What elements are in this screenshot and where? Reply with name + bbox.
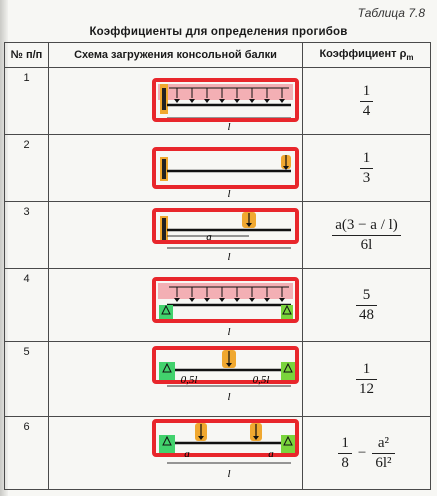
scheme-diagram-2: l — [152, 147, 299, 200]
row-number: 2 — [4, 134, 49, 202]
table-row: 2 l 1 3 — [4, 134, 431, 202]
row-number: 3 — [4, 201, 49, 269]
header-coef: Коэффициент ρm — [302, 42, 431, 68]
table-heading: Коэффициенты для определения прогибов — [89, 26, 348, 38]
header-num: № п/п — [4, 42, 49, 68]
span-label: l — [227, 326, 230, 338]
roller-support-icon — [283, 362, 293, 373]
coef-numerator: a² — [372, 435, 395, 454]
row-number: 1 — [4, 67, 49, 135]
pin-support-icon — [161, 304, 171, 315]
distributed-load-arrows — [169, 87, 289, 98]
coef-cell: 5 48 — [302, 268, 431, 342]
coef-denominator: 3 — [362, 169, 371, 186]
coef-numerator: 1 — [359, 83, 374, 102]
header-coef-label: Коэффициент — [319, 47, 400, 60]
roller-support-icon — [283, 435, 293, 446]
coef-denominator: 8 — [341, 454, 349, 471]
coef-numerator: 5 — [356, 287, 377, 306]
coef-cell: 1 8 − a² 6l² — [302, 416, 431, 490]
pin-support-highlight — [159, 435, 175, 453]
coef-denominator: 6l² — [375, 454, 392, 471]
roller-support-icon — [282, 304, 292, 315]
coef-denominator: 4 — [362, 102, 371, 119]
table-row: 5 0,5l 0,5l l — [4, 341, 431, 417]
span-label: l — [227, 468, 230, 480]
distributed-load-arrows — [169, 286, 289, 297]
coef-fraction: 5 48 — [356, 287, 377, 324]
coef-cell: 1 12 — [302, 341, 431, 417]
annotation-box — [152, 419, 299, 457]
table-row: 4 — [4, 268, 431, 342]
roller-support-highlight — [281, 435, 295, 453]
coef-numerator: 1 — [356, 361, 377, 380]
coef-fraction: 1 3 — [359, 150, 374, 187]
scheme-cell: l — [48, 67, 303, 135]
span-label: l — [227, 188, 230, 200]
annotation-box — [152, 346, 299, 384]
coef-denominator: 12 — [359, 380, 374, 397]
row-number: 4 — [4, 268, 49, 342]
deflection-table: № п/п Схема загружения консольной балки … — [4, 42, 431, 490]
load-highlight — [158, 84, 293, 100]
scheme-diagram-1: l — [152, 78, 299, 133]
table-row: 1 — [4, 67, 431, 135]
dim-label-half-right: 0,5l — [253, 374, 270, 386]
scheme-cell: a a l — [48, 416, 303, 490]
load-highlight — [158, 283, 293, 299]
coef-fraction: 1 12 — [356, 361, 377, 398]
span-label: l — [227, 121, 230, 133]
annotation-box — [152, 147, 299, 189]
coef-minus: − — [357, 444, 367, 461]
coef-denominator: 48 — [359, 306, 374, 323]
pin-support-icon — [162, 435, 172, 446]
coef-numerator: 1 — [338, 435, 352, 454]
table-header-row: № п/п Схема загружения консольной балки … — [4, 42, 431, 68]
coef-cell: a(3 − a / l) 6l — [302, 201, 431, 269]
row-number: 5 — [4, 341, 49, 417]
dim-label-a-right: a — [268, 448, 274, 460]
coef-denominator: 6l — [360, 236, 373, 253]
coef-fraction-1: 1 8 — [338, 435, 352, 472]
scheme-diagram-3: a l — [152, 208, 299, 263]
dim-label-half-left: 0,5l — [181, 374, 198, 386]
scheme-cell: a l — [48, 201, 303, 269]
coef-cell: 1 3 — [302, 134, 431, 202]
fixed-support-icon — [162, 159, 166, 179]
annotation-box — [152, 78, 299, 122]
annotation-box — [152, 277, 299, 323]
coef-fraction-2: a² 6l² — [372, 435, 395, 472]
pin-support-highlight — [159, 305, 173, 319]
annotation-box — [152, 208, 299, 244]
coef-fraction: a(3 − a / l) 6l — [332, 217, 401, 254]
pin-support-icon — [162, 362, 172, 373]
table-row: 6 a a l — [4, 416, 431, 490]
coef-fraction: 1 4 — [359, 83, 374, 120]
scheme-cell: 0,5l 0,5l l — [48, 341, 303, 417]
table-caption: Таблица 7.8 — [357, 6, 425, 20]
scheme-cell: l — [48, 134, 303, 202]
header-coef-symbol: ρ — [399, 47, 407, 60]
coef-expression: 1 8 − a² 6l² — [338, 435, 395, 472]
coef-numerator: a(3 − a / l) — [332, 217, 401, 236]
dim-label-a: a — [206, 231, 212, 243]
roller-support-highlight — [281, 362, 295, 380]
scheme-cell: l — [48, 268, 303, 342]
fixed-support-icon — [162, 88, 166, 110]
table-row: 3 a l a(3 − a / l) — [4, 201, 431, 269]
row-number: 6 — [4, 416, 49, 490]
span-label: l — [227, 251, 230, 263]
coef-cell: 1 4 — [302, 67, 431, 135]
roller-support-highlight — [281, 305, 293, 319]
coef-numerator: 1 — [359, 150, 374, 169]
pin-support-highlight — [159, 362, 175, 380]
scheme-diagram-6: a a l — [152, 419, 299, 480]
scheme-diagram-5: 0,5l 0,5l l — [152, 346, 299, 403]
header-scheme: Схема загружения консольной балки — [48, 42, 303, 68]
dim-label-a-left: a — [184, 448, 190, 460]
span-label: l — [227, 391, 230, 403]
scheme-diagram-4: l — [152, 277, 299, 338]
header-coef-sub: m — [406, 53, 414, 63]
fixed-support-icon — [162, 218, 166, 240]
